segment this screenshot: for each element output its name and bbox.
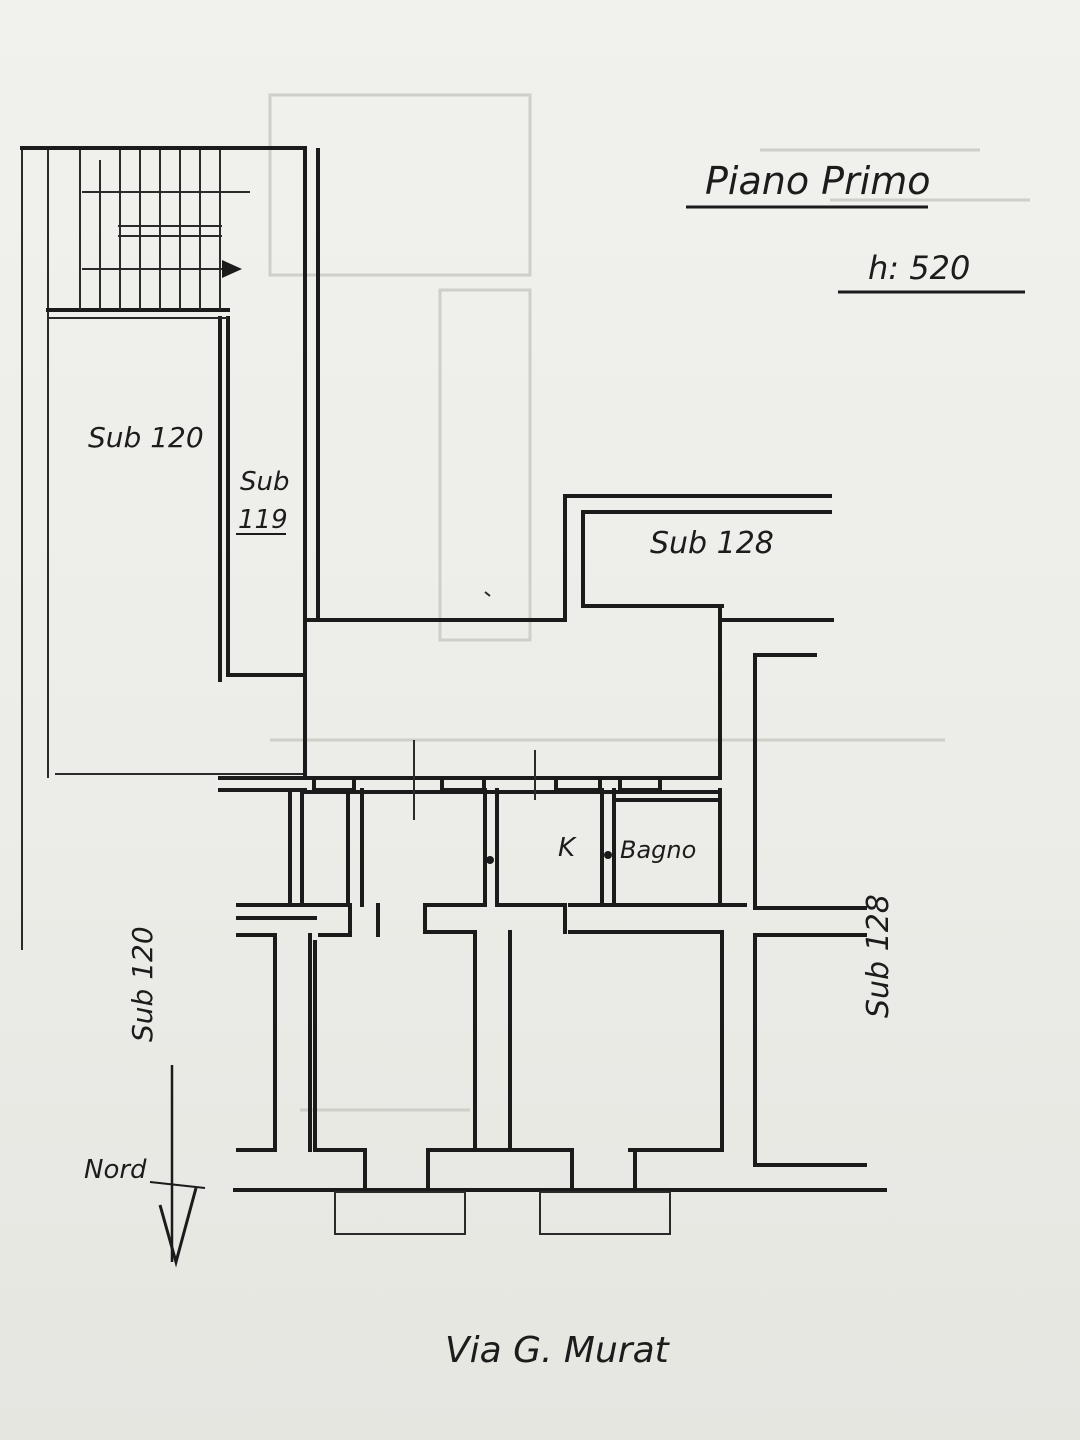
- plan-title: Piano Primo: [705, 159, 931, 203]
- stair-block: [20, 146, 320, 950]
- ghost-bleed-through: [268, 93, 1030, 1112]
- sub128-top-block: [563, 494, 832, 622]
- stair-treads: [79, 150, 250, 310]
- room-label-sub119-number: 119: [238, 505, 288, 535]
- room-label-sub120-side: Sub 120: [126, 926, 159, 1042]
- room-label-sub119-word: Sub: [240, 467, 290, 497]
- room-label-sub128-side: Sub 128: [861, 894, 896, 1018]
- ceiling-height-label: h: 520: [868, 249, 970, 287]
- central-landing: [303, 591, 834, 780]
- compass-label: Nord: [84, 1155, 147, 1185]
- room-label-bathroom: Bagno: [620, 836, 696, 864]
- door-marks: [413, 740, 612, 864]
- street-label: Via G. Murat: [445, 1330, 671, 1371]
- stair-direction-arrow-icon: [222, 260, 242, 278]
- room-label-kitchen: K: [558, 833, 577, 863]
- room-label-sub128-top: Sub 128: [650, 526, 774, 561]
- north-arrow-icon: [149, 1065, 206, 1268]
- room-label-sub120-top: Sub 120: [88, 421, 204, 454]
- apartment-walls: [218, 653, 887, 1235]
